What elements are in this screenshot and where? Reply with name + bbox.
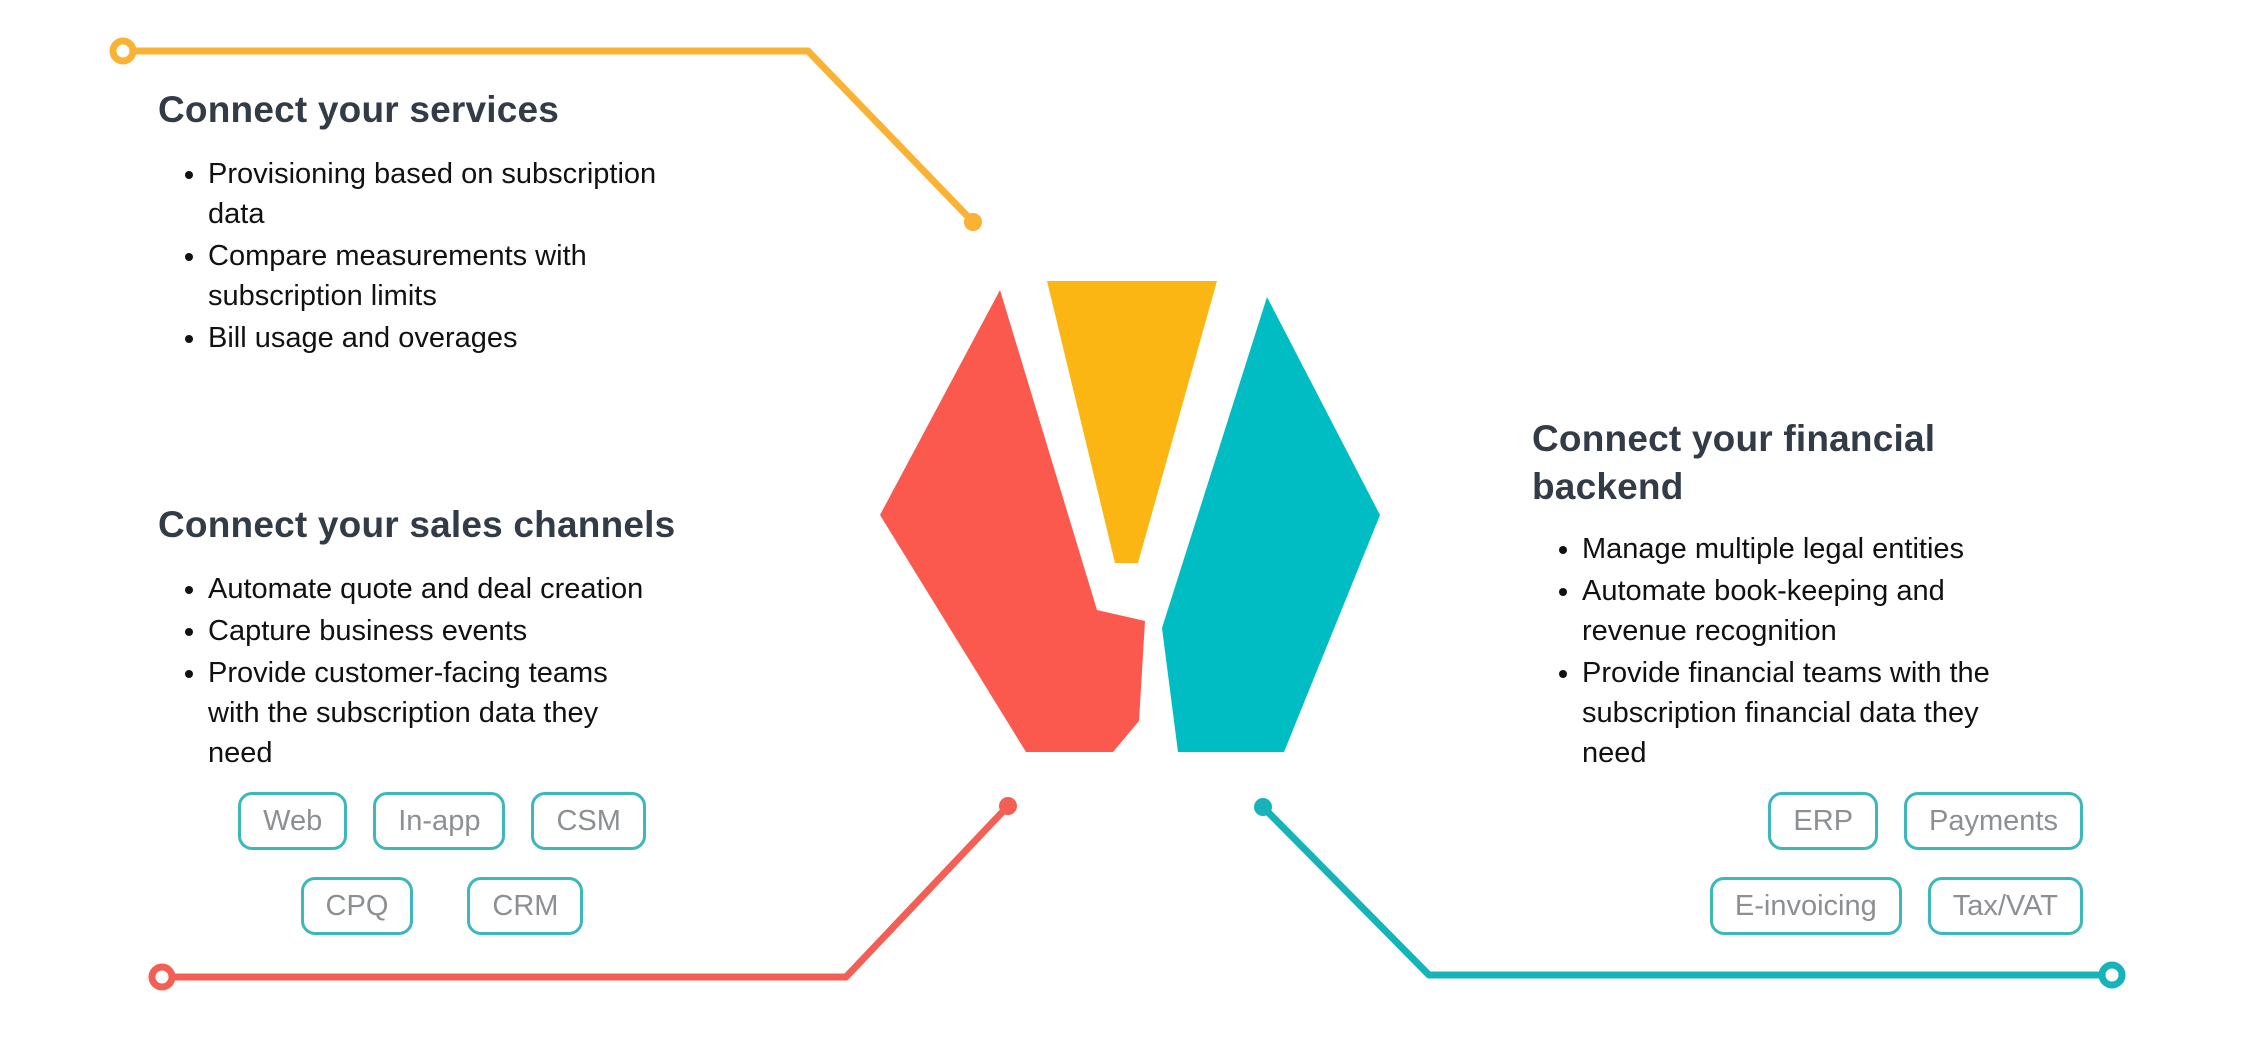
financial-backend-section: Connect your financial backend Manage mu… <box>1532 415 2092 775</box>
sales-connector <box>148 797 1017 991</box>
services-connector <box>109 37 982 231</box>
chip-csm: CSM <box>531 792 646 850</box>
services-title: Connect your services <box>158 89 560 130</box>
sales-channels-title: Connect your sales channels <box>158 504 676 545</box>
financial-backend-chip-group: ERP Payments E-invoicing Tax/VAT <box>1523 792 2083 935</box>
sales-channels-bullet-list: Automate quote and deal creation Capture… <box>158 569 663 773</box>
services-connector-dot <box>964 213 982 231</box>
financial-connector-dot <box>1254 798 1272 816</box>
services-bullet: Compare measurements with subscription l… <box>208 236 663 316</box>
chip-in-app: In-app <box>373 792 506 850</box>
financial-backend-bullet-list: Manage multiple legal entities Automate … <box>1532 529 2022 773</box>
chip-web: Web <box>238 792 348 850</box>
sales-channels-bullet: Provide customer-facing teams with the s… <box>208 653 663 773</box>
financial-connector-ring <box>2098 961 2126 989</box>
chip-row: E-invoicing Tax/VAT <box>1709 877 2083 935</box>
logo-left-red-shape <box>880 290 1145 752</box>
chip-row: ERP Payments <box>1768 792 2083 850</box>
chip-payments: Payments <box>1904 792 2083 850</box>
chip-row: CPQ CRM <box>300 877 584 935</box>
chip-erp: ERP <box>1768 792 1879 850</box>
services-bullet-list: Provisioning based on subscription data … <box>158 154 663 358</box>
services-bullet: Provisioning based on subscription data <box>208 154 663 234</box>
financial-connector <box>1254 798 2126 989</box>
sales-connector-ring <box>148 963 176 991</box>
services-bullet: Bill usage and overages <box>208 318 663 358</box>
financial-backend-bullet: Provide financial teams with the subscri… <box>1582 653 2022 773</box>
financial-backend-bullet: Automate book-keeping and revenue recogn… <box>1582 571 2022 651</box>
chip-cpq: CPQ <box>300 877 414 935</box>
chip-crm: CRM <box>467 877 584 935</box>
sales-channels-section: Connect your sales channels Automate quo… <box>158 501 778 775</box>
services-section: Connect your services Provisioning based… <box>158 86 758 360</box>
financial-backend-bullet: Manage multiple legal entities <box>1582 529 2022 569</box>
hexagon-y-logo <box>880 281 1380 752</box>
chip-e-invoicing: E-invoicing <box>1709 877 1902 935</box>
sales-connector-dot <box>999 797 1017 815</box>
logo-right-teal-shape <box>1162 297 1380 752</box>
sales-channels-chip-group: Web In-app CSM CPQ CRM <box>238 792 646 935</box>
chip-row: Web In-app CSM <box>238 792 646 850</box>
sales-channels-bullet: Capture business events <box>208 611 663 651</box>
chip-tax-vat: Tax/VAT <box>1927 877 2083 935</box>
sales-channels-bullet: Automate quote and deal creation <box>208 569 663 609</box>
services-connector-ring <box>109 37 137 65</box>
logo-center-yellow-shape <box>1047 281 1217 563</box>
financial-backend-title: Connect your financial backend <box>1532 418 1936 507</box>
